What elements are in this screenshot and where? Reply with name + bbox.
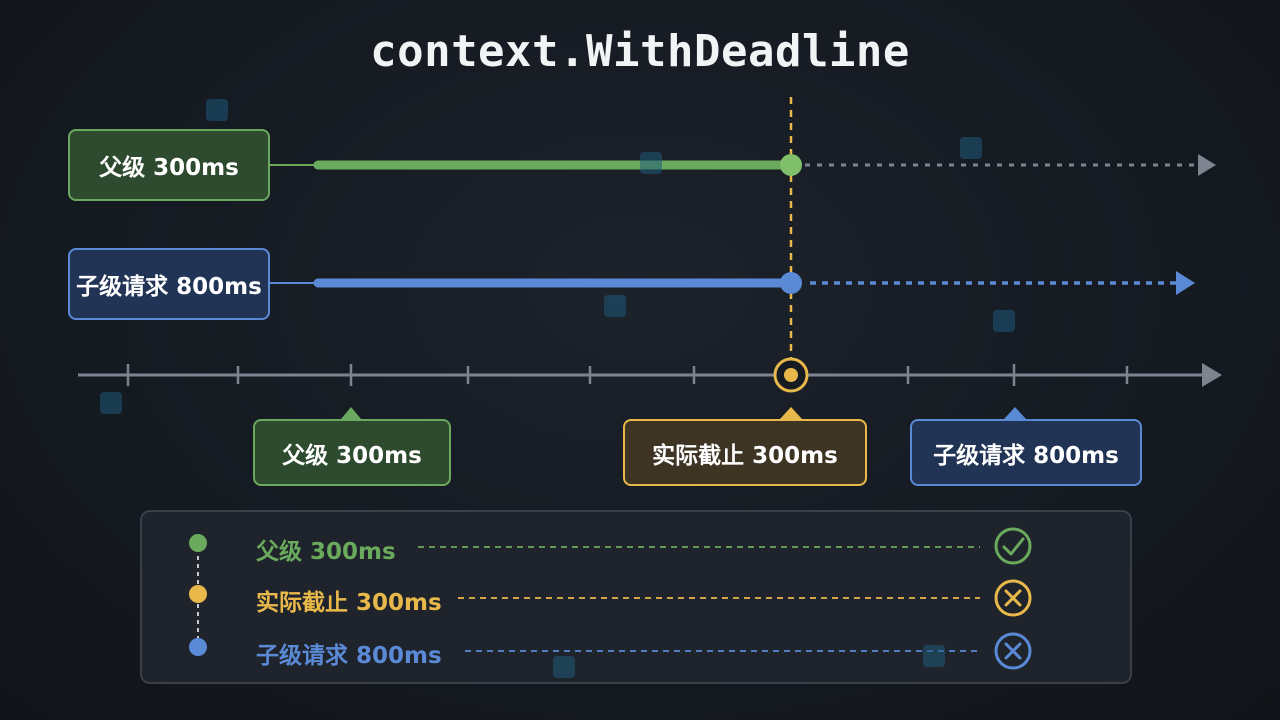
x-icon	[994, 579, 1032, 617]
watermark-icon	[993, 310, 1015, 332]
legend-label-actual: 实际截止 300ms	[256, 590, 442, 616]
actual-deadline-box: 实际截止 300ms	[623, 419, 867, 486]
watermark-icon	[100, 392, 122, 414]
legend-dot-child	[189, 638, 207, 656]
axis-ticks	[126, 364, 1129, 386]
child-marker-label: 子级请求 800ms	[933, 442, 1119, 469]
actual-marker-pointer	[780, 407, 802, 419]
legend-graphics	[189, 527, 1032, 670]
child-end-dot	[780, 272, 802, 294]
watermark-icon	[604, 295, 626, 317]
actual-deadline-label: 实际截止 300ms	[652, 442, 838, 469]
parent-end-dot	[780, 154, 802, 176]
child-timeline-label: 子级请求 800ms	[76, 274, 262, 300]
check-icon	[994, 527, 1032, 565]
legend-label-child: 子级请求 800ms	[256, 643, 442, 669]
legend-label-parent: 父级 300ms	[256, 539, 396, 565]
parent-timeline-box: 父级 300ms	[68, 129, 270, 201]
watermark-icon	[923, 645, 945, 667]
parent-marker-pointer	[341, 407, 361, 419]
child-marker-box: 子级请求 800ms	[910, 419, 1142, 486]
watermark-icon	[960, 137, 982, 159]
parent-marker-box: 父级 300ms	[253, 419, 451, 486]
deadline-marker-dot	[784, 368, 798, 382]
parent-timeline-label: 父级 300ms	[99, 155, 239, 181]
child-timeline-box: 子级请求 800ms	[68, 248, 270, 320]
watermark-icon	[640, 152, 662, 174]
legend-panel: 父级 300ms 实际截止 300ms 子级请求 800ms	[140, 510, 1132, 684]
x-icon	[994, 632, 1032, 670]
child-marker-pointer	[1004, 407, 1026, 419]
parent-arrowhead	[1198, 154, 1216, 176]
watermark-icon	[553, 656, 575, 678]
time-axis-arrowhead	[1202, 363, 1222, 387]
legend-dot-actual	[189, 585, 207, 603]
child-arrowhead	[1176, 271, 1195, 295]
watermark-icon	[206, 99, 228, 121]
parent-marker-label: 父级 300ms	[282, 442, 422, 469]
page-title: context.WithDeadline	[370, 26, 910, 77]
legend-dot-parent	[189, 534, 207, 552]
